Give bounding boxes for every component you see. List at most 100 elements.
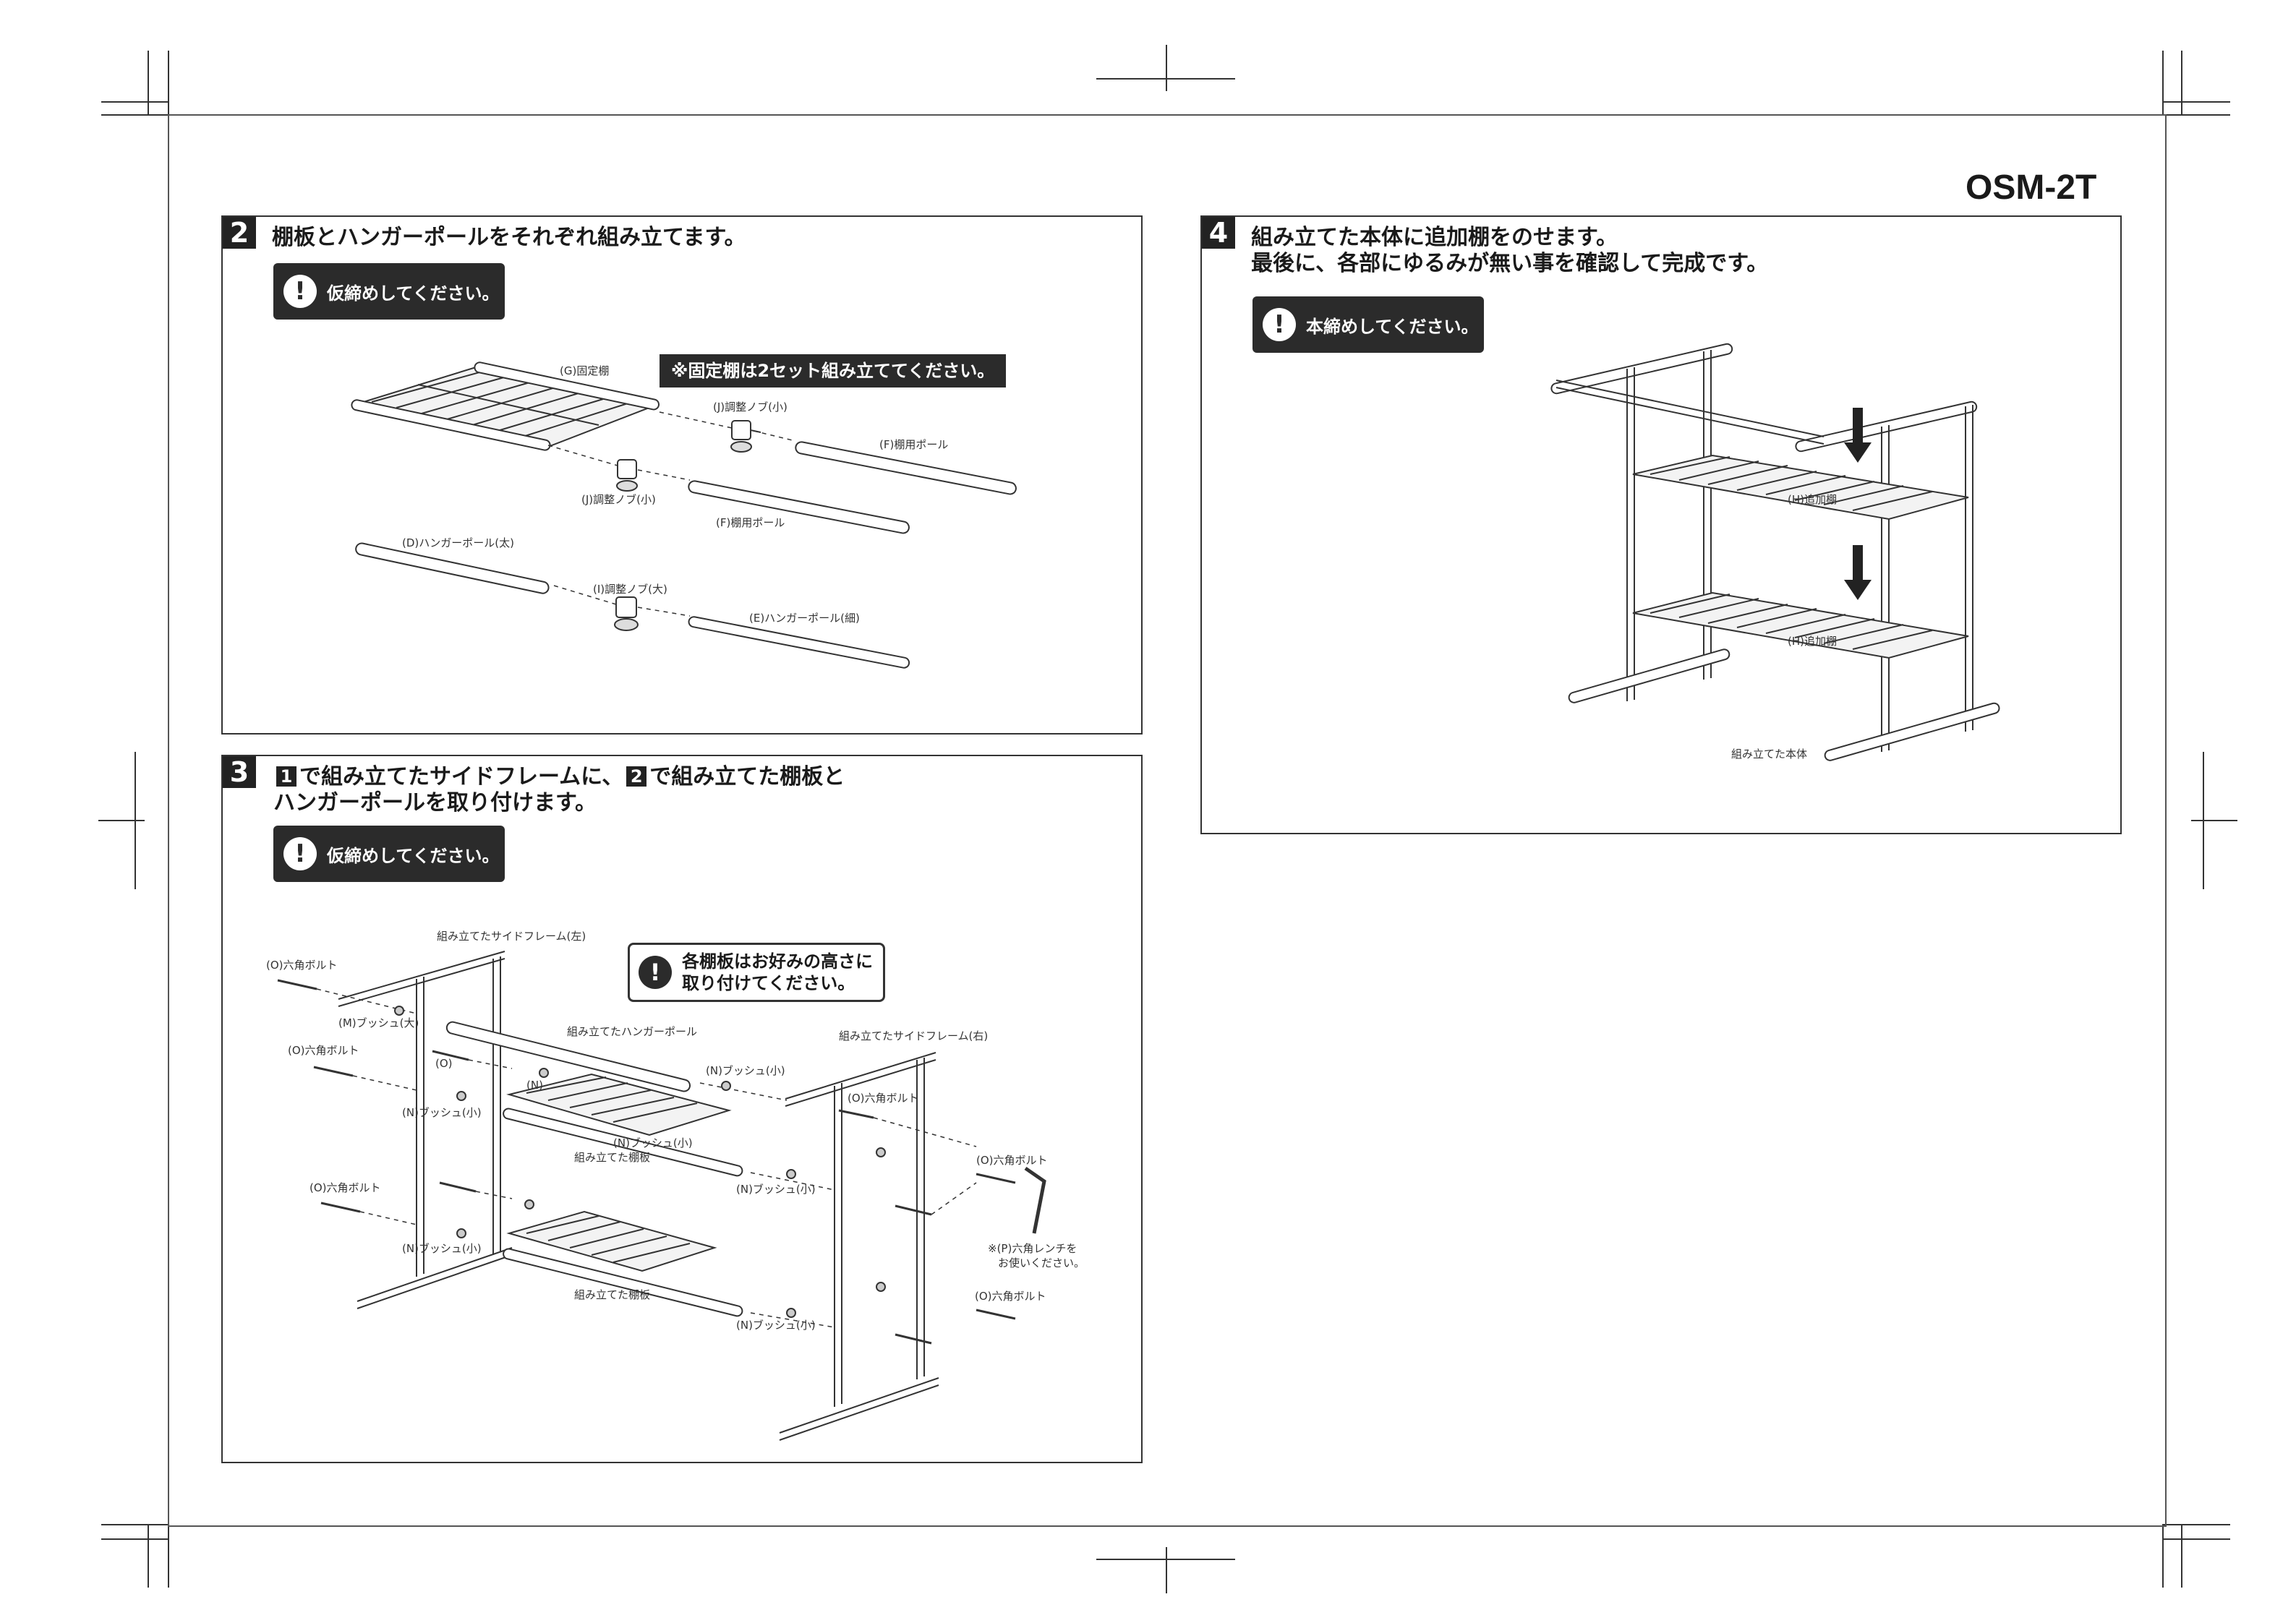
step-ref-badge: 2 [626,766,647,787]
step-ref-badge: 1 [276,766,296,787]
tighten-temporary-badge: ! 仮締めしてください。 [273,826,505,882]
label-bolt: (O)六角ボルト [975,1290,1046,1303]
crop-mark [98,820,145,821]
label-bush-small: (N)ブッシュ(小) [613,1136,693,1149]
label-o: (O) [435,1057,453,1070]
hanger-pole-illustration [445,1021,691,1092]
crop-mark [2162,101,2230,103]
crop-mark [2162,1538,2230,1540]
step-2-diagram: (G)固定棚 (J)調整ノブ(小) (F)棚用ポール (J)調整ノブ(小) (F… [351,361,1017,669]
fixed-shelf-illustration [351,361,660,451]
adjust-knob-small-illustration [616,459,638,492]
step-3-diagram: 組み立てたサイドフレーム(左) 組み立てたサイドフレーム(右) 組み立てたハンガ… [266,930,1085,1441]
shelf-pole-illustration [795,441,1017,495]
exclamation-icon: ! [639,956,672,989]
model-number: OSM-2T [1966,168,2097,207]
down-arrow-icon [1844,545,1872,600]
down-arrow-icon [1844,408,1872,463]
badge-text: 本締めしてください。 [1306,316,1479,337]
hanger-pole-thin-illustration [688,616,910,669]
label-bush-small: (N)ブッシュ(小) [402,1106,482,1119]
step-number: 4 [1202,217,1235,249]
shelf-height-warning: ! 各棚板はお好みの高さに取り付けてください。 [628,943,885,1002]
crop-mark [1166,1547,1167,1593]
side-frame-left-illustration [338,951,513,1309]
label-frame-left: 組み立てたサイドフレーム(左) [437,930,586,943]
label-wrench-note: お使いください。 [998,1256,1085,1269]
label-shelf-pole: (F)棚用ポール [879,438,948,451]
label-hanger-pole-thin: (E)ハンガーポール(細) [749,612,860,625]
crop-mark [2191,820,2237,821]
label-bush-small: (N)ブッシュ(小) [706,1064,785,1077]
crop-mark [2162,51,2164,114]
label-bolt: (O)六角ボルト [288,1044,359,1057]
side-frame-right-illustration [779,1052,939,1441]
label-bush-small: (N)ブッシュ(小) [402,1242,482,1255]
step-4-panel: 4 組み立てた本体に追加棚をのせます。 最後に、各部にゆるみが無い事を確認して完… [1200,215,2122,834]
crop-mark [168,1524,169,1588]
crop-mark [101,1538,169,1540]
crop-mark [1096,78,1235,80]
step-title-line2: 最後に、各部にゆるみが無い事を確認して完成です。 [1251,251,1769,276]
adjust-knob-large-illustration [614,596,639,631]
step-2-panel: 2 棚板とハンガーポールをそれぞれ組み立てます。 ! 仮締めしてください。 ※固… [221,215,1143,735]
shelf-pole-illustration [688,480,910,534]
crop-mark [148,51,149,114]
label-bolt: (O)六角ボルト [266,959,338,972]
crop-mark [168,51,169,114]
step-number: 3 [223,756,256,788]
label-bolt: (O)六角ボルト [848,1092,919,1105]
hex-bolt-illustration [277,979,1016,1345]
label-fixed-shelf: (G)固定棚 [560,364,609,377]
badge-text: 仮締めしてください。 [327,845,500,866]
shelf-illustration [503,1073,743,1177]
crop-mark [148,1524,149,1588]
fixed-shelf-note: ※固定棚は2セット組み立ててください。 [660,354,1007,387]
label-bush-small: (N)ブッシュ(小) [736,1319,816,1332]
crop-mark [2162,114,2230,116]
label-knob-large: (I)調整ノブ(大) [593,583,667,596]
label-frame-right: 組み立てたサイドフレーム(右) [839,1029,988,1042]
step-title-line2: ハンガーポールを取り付けます。 [273,790,597,815]
hex-wrench-icon [1024,1166,1046,1234]
crop-mark [101,1524,169,1525]
label-n: (N) [526,1079,543,1092]
crop-mark [2181,51,2182,114]
crop-mark [1096,1559,1235,1560]
exclamation-icon: ! [1263,308,1296,341]
label-shelf: 組み立てた棚板 [574,1151,650,1164]
crop-mark [1166,45,1167,91]
label-bush-large: (M)ブッシュ(大) [338,1016,419,1029]
label-extra-shelf: (H)追加棚 [1788,493,1837,506]
hanger-pole-thick-illustration [355,542,550,594]
label-knob-small: (J)調整ノブ(小) [713,401,788,414]
crop-mark [2181,1524,2182,1588]
crop-mark [101,114,169,116]
exclamation-icon: ! [283,275,317,308]
crop-mark [2162,1524,2230,1525]
adjust-knob-small-illustration [730,420,761,453]
label-hanger-pole-thick: (D)ハンガーポール(太) [402,536,514,549]
label-knob-small: (J)調整ノブ(小) [581,493,656,506]
label-assembled-body: 組み立てた本体 [1731,748,1807,761]
step-title: 組み立てた本体に追加棚をのせます。 [1251,225,1618,250]
label-hanger-pole: 組み立てたハンガーポール [567,1025,697,1038]
page-trim-border [168,114,2167,1527]
label-shelf-pole: (F)棚用ポール [716,516,785,529]
label-extra-shelf: (H)追加棚 [1788,635,1837,648]
label-bolt: (O)六角ボルト [310,1181,381,1194]
crop-mark [2162,1524,2164,1588]
badge-text: 仮締めしてください。 [327,283,500,304]
step-4-diagram: (H)追加棚 (H)追加棚 組み立てた本体 [1550,343,2000,761]
label-shelf: 組み立てた棚板 [574,1288,650,1301]
label-bolt: (O)六角ボルト [976,1154,1048,1167]
label-bush-small: (N)ブッシュ(小) [736,1183,816,1196]
step-title: 棚板とハンガーポールをそれぞれ組み立てます。 [272,225,746,250]
exclamation-icon: ! [283,837,317,870]
tighten-temporary-badge: ! 仮締めしてください。 [273,263,505,320]
step-number: 2 [223,217,256,249]
shelf-illustration [503,1210,743,1317]
crop-mark [101,101,169,103]
